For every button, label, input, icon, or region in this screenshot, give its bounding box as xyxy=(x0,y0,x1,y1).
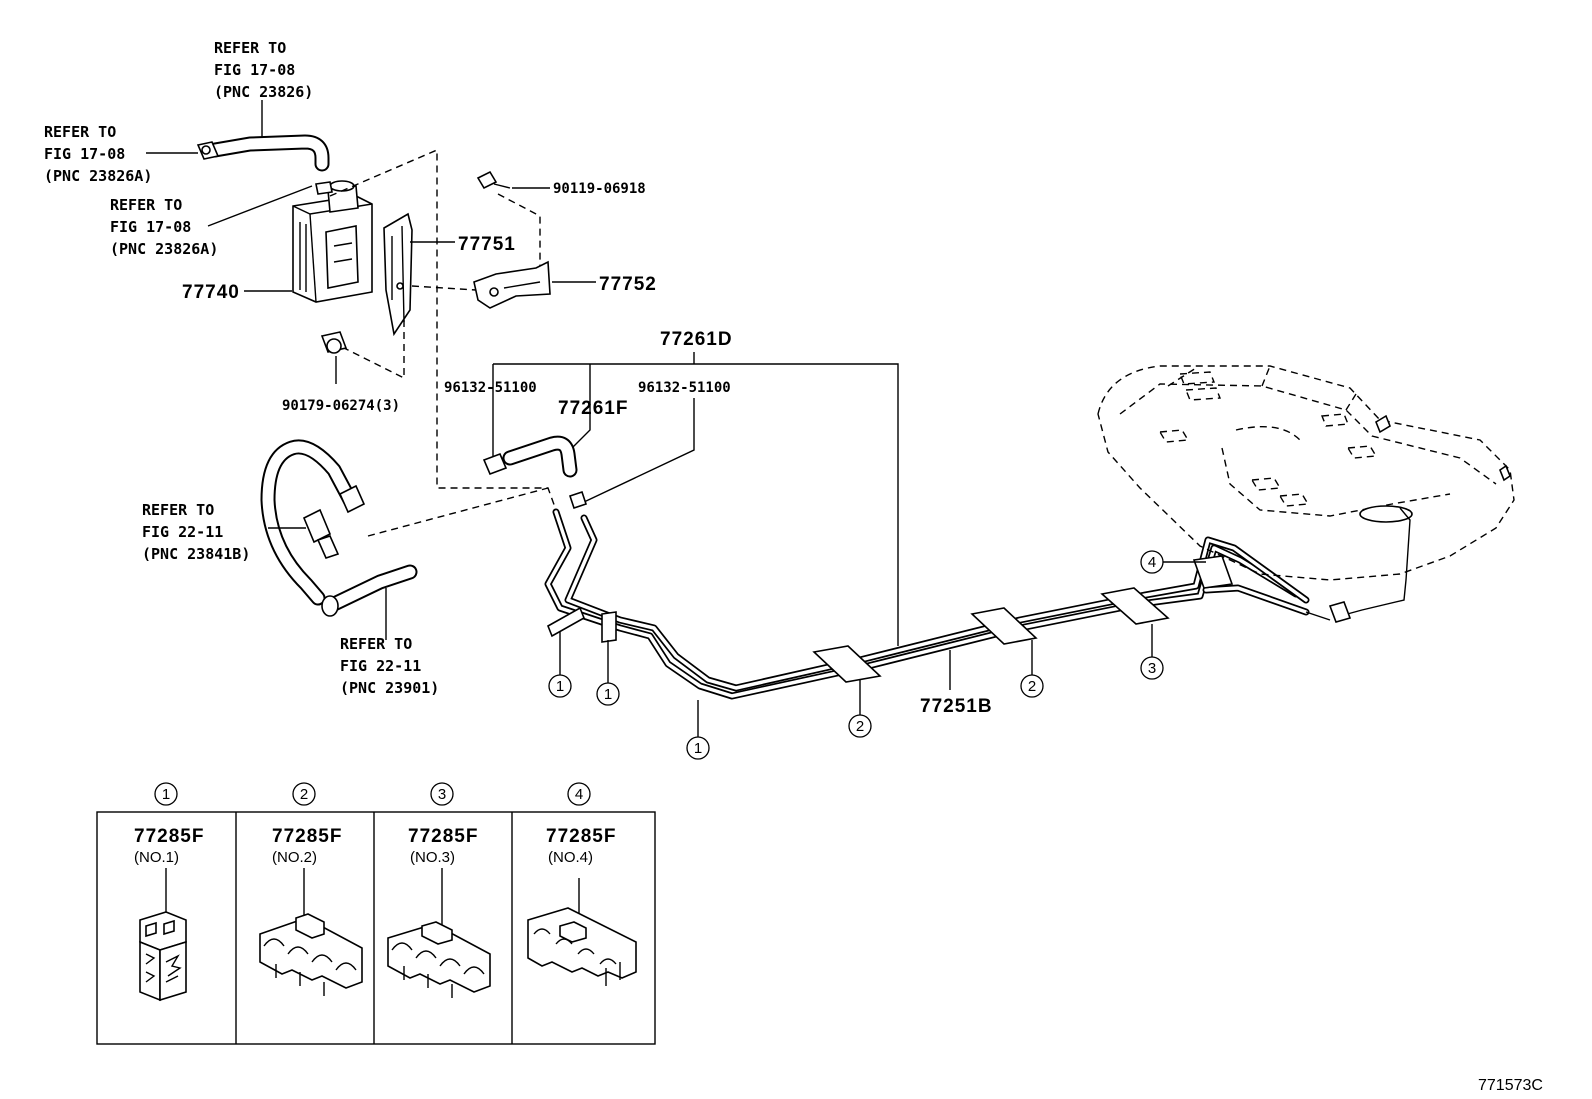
hose-clamp-icon xyxy=(338,484,366,514)
clamp-variant: (NO.3) xyxy=(410,849,455,866)
clamp-column-1-index: 1 xyxy=(154,782,178,806)
svg-text:3: 3 xyxy=(1148,660,1156,677)
bracket-77751 xyxy=(383,212,413,337)
ref-line: FIG 22-11 xyxy=(142,523,223,541)
tube-clamp xyxy=(546,606,586,638)
clamp-column-2-index: 2 xyxy=(292,782,316,806)
ref-filler-hose: REFER TO FIG 22-11 (PNC 23841B) xyxy=(142,501,250,563)
ref-canister-hose-left: REFER TO FIG 17-08 (PNC 23826A) xyxy=(44,123,152,185)
clamp-part-number: 77285F xyxy=(546,826,616,847)
part-label-bracket-77751: 77751 xyxy=(458,234,516,255)
part-label-bolt: 90119-06918 xyxy=(553,181,646,197)
clamp-part-number: 77285F xyxy=(134,826,204,847)
grommet xyxy=(320,331,348,354)
clamp-no3-icon xyxy=(387,921,491,998)
clamp-column-4-index: 4 xyxy=(567,782,591,806)
tube-clamp xyxy=(601,611,617,643)
ref-line: (PNC 23901) xyxy=(340,679,439,697)
clamp-part-number: 77285F xyxy=(408,826,478,847)
fuel-tank xyxy=(1097,365,1515,623)
hose-clamp-icon xyxy=(302,508,332,544)
ref-line: FIG 22-11 xyxy=(340,657,421,675)
clamp-no4-icon xyxy=(527,907,637,986)
ref-line: (PNC 23826A) xyxy=(44,167,152,185)
part-label-clip-left: 96132-51100 xyxy=(444,380,537,396)
tube-clamp xyxy=(1192,555,1234,589)
ref-filler-pipe: REFER TO FIG 22-11 (PNC 23901) xyxy=(340,635,439,697)
fuel-filler-hose xyxy=(260,439,418,617)
clamp-table: 1 2 3 4 77285F (NO.1) 77285F (NO.2) 7728… xyxy=(96,782,656,1045)
dashed-assembly-line xyxy=(339,296,405,380)
bracket-77752 xyxy=(473,260,551,309)
part-label-grommet: 90179-06274(3) xyxy=(282,398,400,414)
callout-1-a: 1 xyxy=(548,632,572,698)
ref-line: REFER TO xyxy=(44,123,116,141)
tube-clamp xyxy=(970,607,1038,645)
leader-line xyxy=(583,398,695,503)
clamp-column-3-index: 3 xyxy=(430,782,454,806)
charcoal-canister xyxy=(292,180,373,303)
leader-line xyxy=(207,185,313,227)
clamp-variant: (NO.4) xyxy=(548,849,593,866)
ref-line: (PNC 23826A) xyxy=(110,240,218,258)
leader-line xyxy=(492,352,899,646)
ref-line: FIG 17-08 xyxy=(214,61,295,79)
hose-clip-icon xyxy=(568,490,588,510)
ref-line: REFER TO xyxy=(142,501,214,519)
dashed-assembly-line xyxy=(367,487,549,537)
ref-line: (PNC 23841B) xyxy=(142,545,250,563)
svg-text:3: 3 xyxy=(438,786,446,803)
callout-1-c: 1 xyxy=(686,700,710,760)
tube-clamp xyxy=(1100,587,1170,625)
svg-text:4: 4 xyxy=(1148,554,1156,571)
svg-text:2: 2 xyxy=(856,718,864,735)
ref-line: REFER TO xyxy=(214,39,286,57)
part-label-bracket-77752: 77752 xyxy=(599,274,657,295)
ref-canister-hose-top: REFER TO FIG 17-08 (PNC 23826) xyxy=(214,39,313,101)
hose-clip-icon xyxy=(482,452,508,476)
part-label-hose: 77261F xyxy=(558,398,628,419)
svg-text:1: 1 xyxy=(694,740,702,757)
clamp-no2-icon xyxy=(259,913,363,996)
part-label-canister: 77740 xyxy=(182,282,240,303)
clamp-variant: (NO.2) xyxy=(272,849,317,866)
ref-line: (PNC 23826) xyxy=(214,83,313,101)
clamp-variant: (NO.1) xyxy=(134,849,179,866)
svg-text:4: 4 xyxy=(575,786,583,803)
ref-line: REFER TO xyxy=(110,196,182,214)
canister-vent-hose xyxy=(196,134,330,172)
callout-2-a: 2 xyxy=(848,680,872,738)
ref-line: REFER TO xyxy=(340,635,412,653)
part-label-clip-right: 96132-51100 xyxy=(638,380,731,396)
tube-clamp xyxy=(812,645,882,683)
fuel-tube-assembly xyxy=(544,508,1310,700)
svg-text:2: 2 xyxy=(1028,678,1036,695)
ref-line: FIG 17-08 xyxy=(44,145,125,163)
callout-3: 3 xyxy=(1140,624,1164,680)
part-label-tube: 77251B xyxy=(920,696,993,717)
clamp-part-number: 77285F xyxy=(272,826,342,847)
clamp-no1-icon xyxy=(139,911,187,1002)
callout-2-b: 2 xyxy=(1020,640,1044,698)
callout-1-b: 1 xyxy=(596,640,620,706)
callout-4: 4 xyxy=(1140,550,1206,574)
dashed-assembly-line xyxy=(497,193,541,266)
ref-canister-hose-mid: REFER TO FIG 17-08 (PNC 23826A) xyxy=(110,196,218,258)
dashed-assembly-line xyxy=(329,148,557,511)
part-label-hose-assy: 77261D xyxy=(660,329,733,350)
figure-id: 771573C xyxy=(1478,1077,1543,1094)
svg-text:2: 2 xyxy=(300,786,308,803)
svg-text:1: 1 xyxy=(162,786,170,803)
hose-clamp-icon xyxy=(315,181,333,195)
ref-line: FIG 17-08 xyxy=(110,218,191,236)
rubber-hose-77261f xyxy=(482,435,588,510)
svg-text:1: 1 xyxy=(556,678,564,695)
dashed-assembly-line xyxy=(411,285,477,291)
svg-text:1: 1 xyxy=(604,686,612,703)
bolt xyxy=(476,170,511,190)
